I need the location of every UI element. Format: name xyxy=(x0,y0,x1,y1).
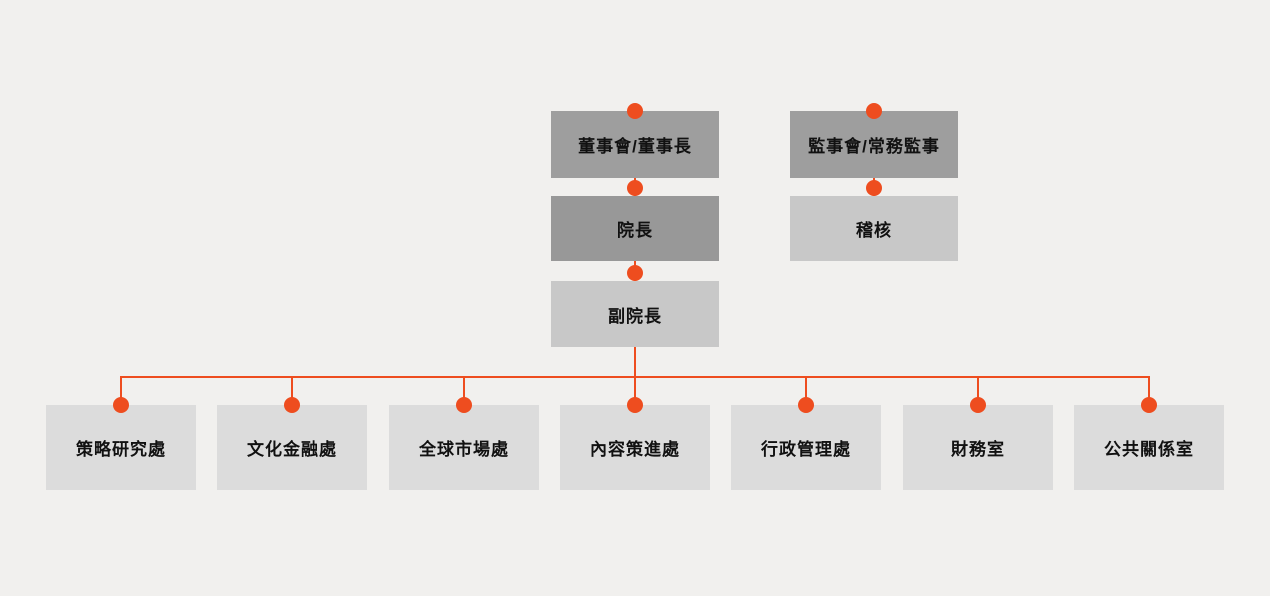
node-dept-label: 全球市場處 xyxy=(419,440,509,459)
node-board: 董事會/董事長 xyxy=(551,111,719,178)
node-vice-president: 副院長 xyxy=(551,281,719,347)
node-dept-label: 行政管理處 xyxy=(761,440,851,459)
connector-dot xyxy=(866,103,882,119)
connector-dot xyxy=(627,397,643,413)
connector-line xyxy=(634,377,636,405)
connector-dot xyxy=(284,397,300,413)
node-dept-administration: 行政管理處 xyxy=(731,405,881,490)
node-president-label: 院長 xyxy=(617,221,653,240)
node-audit: 稽核 xyxy=(790,196,958,261)
node-dept-label: 內容策進處 xyxy=(590,440,680,459)
node-vice-president-label: 副院長 xyxy=(608,306,662,326)
connector-line xyxy=(1148,377,1150,405)
node-dept-label: 財務室 xyxy=(951,440,1005,459)
node-dept-global-markets: 全球市場處 xyxy=(389,405,539,490)
node-audit-label: 稽核 xyxy=(856,221,892,240)
connector-dot xyxy=(1141,397,1157,413)
node-dept-label: 文化金融處 xyxy=(247,440,337,459)
connector-line xyxy=(120,377,122,405)
connector-dot xyxy=(113,397,129,413)
node-dept-public-relations: 公共關係室 xyxy=(1074,405,1224,490)
connector-dot xyxy=(456,397,472,413)
node-supervisors: 監事會/常務監事 xyxy=(790,111,958,178)
connector-dot xyxy=(627,265,643,281)
node-president: 院長 xyxy=(551,196,719,261)
connector-dot xyxy=(970,397,986,413)
connector-line xyxy=(977,377,979,405)
node-dept-label: 公共關係室 xyxy=(1104,440,1194,459)
node-dept-content-promotion: 內容策進處 xyxy=(560,405,710,490)
connector-dot xyxy=(866,180,882,196)
connector-line xyxy=(805,377,807,405)
connector-dot xyxy=(627,103,643,119)
connector-line xyxy=(463,377,465,405)
connector-line xyxy=(634,347,636,378)
node-board-label: 董事會/董事長 xyxy=(578,137,692,156)
connector-dot xyxy=(627,180,643,196)
connector-line xyxy=(291,377,293,405)
node-supervisors-label: 監事會/常務監事 xyxy=(808,137,940,156)
node-dept-label: 策略研究處 xyxy=(76,440,166,459)
node-dept-cultural-finance: 文化金融處 xyxy=(217,405,367,490)
node-dept-finance-office: 財務室 xyxy=(903,405,1053,490)
connector-dot xyxy=(798,397,814,413)
node-dept-strategy-research: 策略研究處 xyxy=(46,405,196,490)
